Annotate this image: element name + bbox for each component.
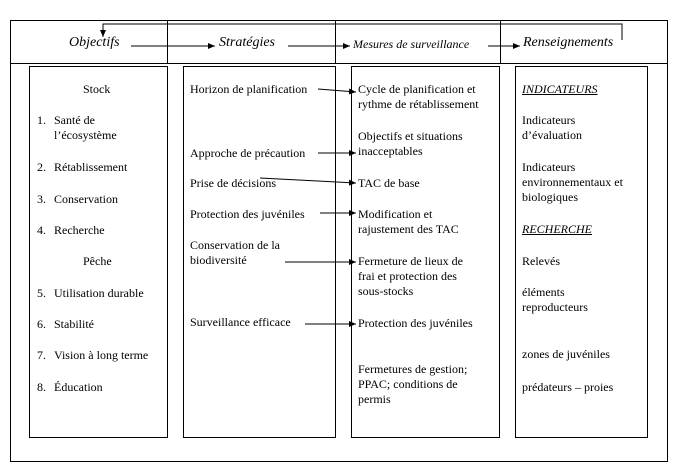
- mesure-5-line3: sous-stocks: [358, 284, 414, 298]
- objectif-7: Vision à long terme: [54, 348, 149, 362]
- objectif-6-number: 6.: [37, 317, 46, 331]
- header-objectifs: Objectifs: [69, 35, 120, 50]
- renseignement-4-line2: reproducteurs: [522, 300, 588, 314]
- renseignement-1-line1: Indicateurs: [522, 113, 576, 127]
- mesure-3: TAC de base: [358, 176, 420, 190]
- objectif-5-number: 5.: [37, 286, 46, 300]
- header-separator-1: [167, 20, 168, 64]
- stock-heading: Stock: [83, 82, 111, 96]
- objectif-1-line1: Santé de: [54, 113, 95, 127]
- mesure-5-line2: frai et protection des: [358, 269, 457, 283]
- mesure-6: Protection des juvéniles: [358, 316, 473, 330]
- objectif-2-number: 2.: [37, 160, 46, 174]
- objectif-4: Recherche: [54, 223, 105, 237]
- renseignement-5: zones de juvéniles: [522, 347, 610, 361]
- objectif-3: Conservation: [54, 192, 118, 206]
- renseignement-4-line1: éléments: [522, 285, 565, 299]
- objectif-5: Utilisation durable: [54, 286, 144, 300]
- strategie-1: Horizon de planification: [190, 82, 308, 96]
- renseignement-6: prédateurs – proies: [522, 380, 614, 394]
- objectif-3-number: 3.: [37, 192, 46, 206]
- renseignement-2-line2: environnementaux et: [522, 175, 623, 189]
- objectif-2: Rétablissement: [54, 160, 128, 174]
- renseignement-2-line1: Indicateurs: [522, 160, 576, 174]
- renseignements-box: [515, 66, 648, 438]
- header-strategies: Stratégies: [219, 35, 275, 50]
- objectifs-box: [29, 66, 168, 438]
- header-renseignements: Renseignements: [523, 35, 614, 50]
- header-mesures: Mesures de surveillance: [353, 37, 470, 51]
- mesure-7-line2: PPAC; conditions de: [358, 377, 458, 391]
- peche-heading: Pêche: [83, 254, 112, 268]
- mesure-4-line1: Modification et: [358, 207, 433, 221]
- strategie-5-line1: Conservation de la: [190, 238, 280, 252]
- objectif-6: Stabilité: [54, 317, 94, 331]
- mesure-4-line2: rajustement des TAC: [358, 222, 459, 236]
- mesure-7-line1: Fermetures de gestion;: [358, 362, 468, 376]
- strategie-3: Prise de décisions: [190, 176, 276, 190]
- renseignement-2-line3: biologiques: [522, 190, 578, 204]
- indicateurs-heading: INDICATEURS: [522, 82, 598, 96]
- mesure-1-line1: Cycle de planification et: [358, 82, 476, 96]
- mesure-5-line1: Fermeture de lieux de: [358, 254, 463, 268]
- strategie-2: Approche de précaution: [190, 146, 306, 160]
- objectif-7-number: 7.: [37, 348, 46, 362]
- objectif-1-line2: l’écosystème: [54, 128, 117, 142]
- strategie-6: Surveillance efficace: [190, 315, 291, 329]
- renseignement-1-line2: d’évaluation: [522, 128, 582, 142]
- strategie-5-line2: biodiversité: [190, 253, 247, 267]
- recherche-heading: RECHERCHE: [522, 222, 592, 236]
- header-separator-3: [500, 20, 501, 64]
- diagram-frame: [10, 20, 668, 462]
- strategie-4: Protection des juvéniles: [190, 207, 305, 221]
- header-divider: [10, 63, 668, 64]
- mesures-box: [351, 66, 500, 438]
- mesure-7-line3: permis: [358, 392, 391, 406]
- objectif-8-number: 8.: [37, 380, 46, 394]
- renseignement-3: Relevés: [522, 254, 560, 268]
- objectif-4-number: 4.: [37, 223, 46, 237]
- mesure-1-line2: rythme de rétablissement: [358, 97, 479, 111]
- objectif-1-number: 1.: [37, 113, 46, 127]
- objectif-8: Éducation: [54, 380, 103, 394]
- mesure-2-line2: inacceptables: [358, 144, 423, 158]
- header-separator-2: [335, 20, 336, 64]
- strategies-box: [183, 66, 336, 438]
- mesure-2-line1: Objectifs et situations: [358, 129, 463, 143]
